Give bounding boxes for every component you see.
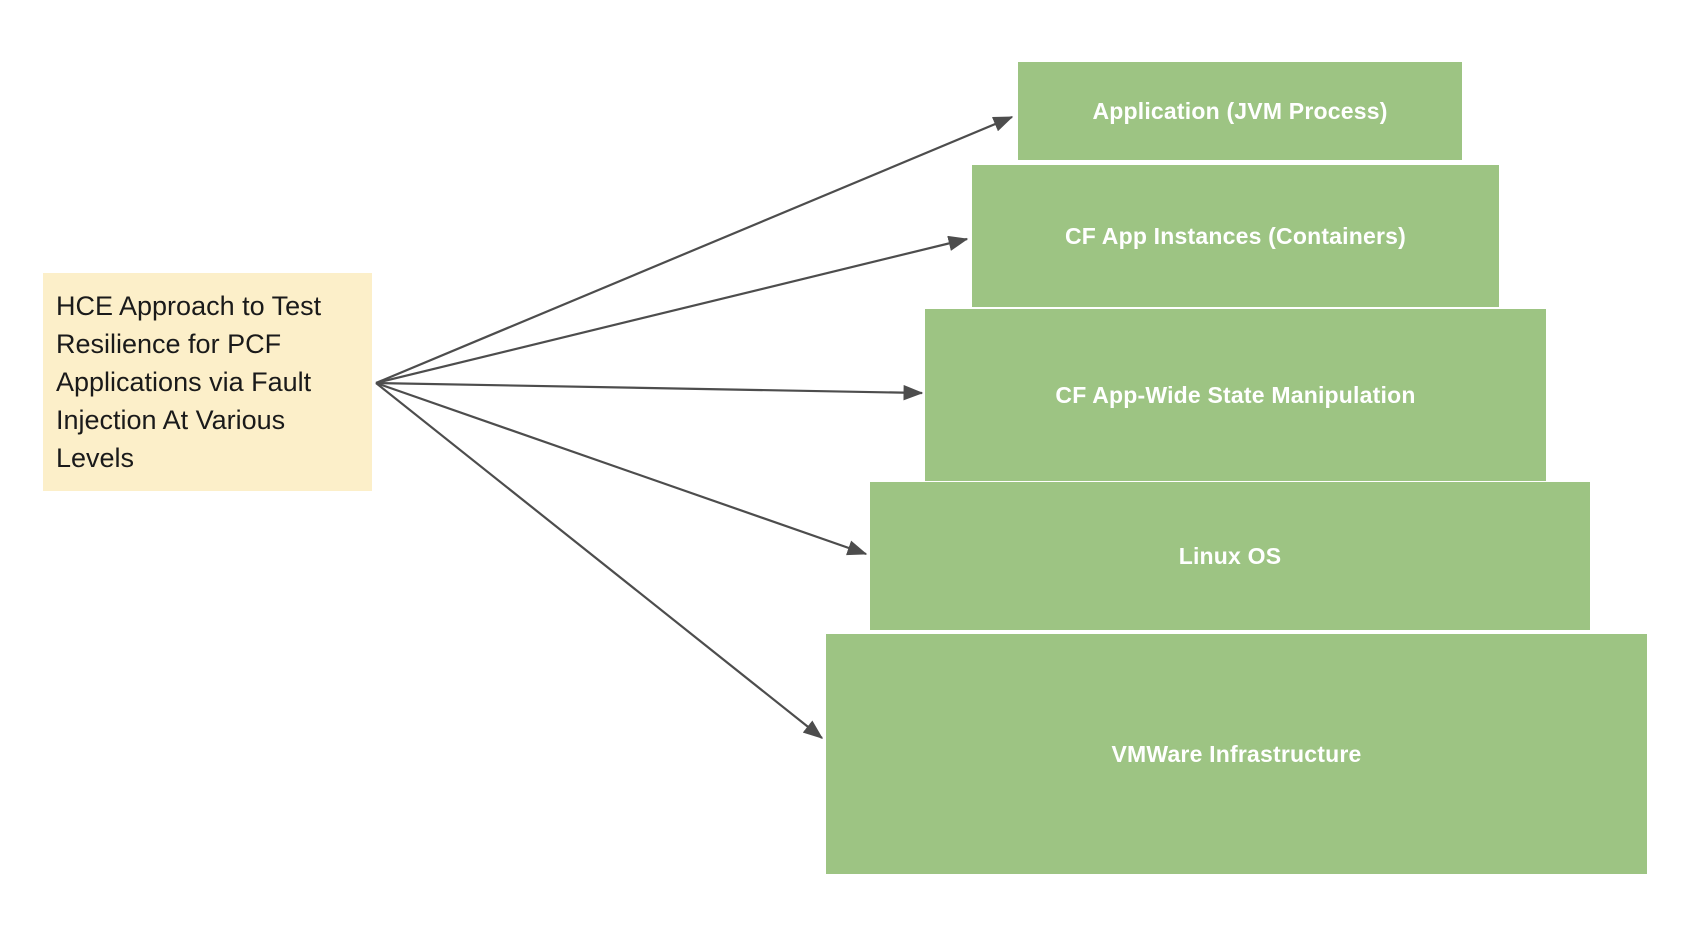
layer-node-label: Linux OS bbox=[1178, 542, 1282, 569]
layer-node-linux-os[interactable]: Linux OS bbox=[870, 482, 1590, 630]
source-node-hce-approach[interactable]: HCE Approach to Test Resilience for PCF … bbox=[43, 273, 372, 491]
connector-arrow bbox=[375, 382, 824, 739]
layer-node-vmware-infrastructure[interactable]: VMWare Infrastructure bbox=[826, 634, 1647, 874]
layer-node-label: Application (JVM Process) bbox=[1092, 97, 1388, 124]
layer-node-label: CF App Instances (Containers) bbox=[1064, 222, 1407, 249]
layer-node-cf-app-instances-containers[interactable]: CF App Instances (Containers) bbox=[972, 165, 1499, 307]
layer-node-label: CF App-Wide State Manipulation bbox=[1055, 381, 1416, 408]
source-node-label: HCE Approach to Test Resilience for PCF … bbox=[56, 291, 322, 473]
connector-arrow bbox=[375, 381, 868, 556]
connector-arrow bbox=[375, 235, 969, 385]
layer-node-label: VMWare Infrastructure bbox=[1111, 740, 1362, 767]
layer-node-application-jvm-process[interactable]: Application (JVM Process) bbox=[1018, 62, 1462, 160]
connector-arrow bbox=[375, 115, 1014, 385]
layer-node-cf-app-wide-state-manipulation[interactable]: CF App-Wide State Manipulation bbox=[925, 309, 1546, 481]
connector-arrow bbox=[375, 381, 924, 401]
